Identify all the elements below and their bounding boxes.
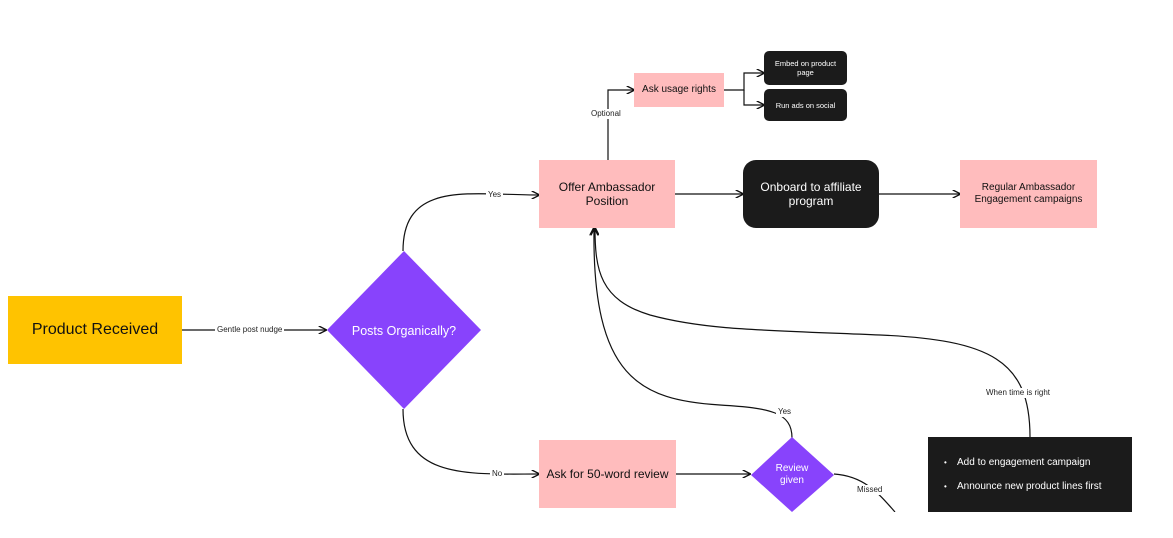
regular-engagement-node[interactable]: Regular Ambassador Engagement campaigns: [960, 160, 1097, 228]
note-item: Add to engagement campaign: [944, 457, 1132, 469]
edge-label-yes-top: Yes: [486, 190, 504, 200]
engagement-note-list: Add to engagement campaign Announce new …: [944, 457, 1132, 493]
canvas-bottom-edge: [0, 512, 1173, 538]
edge-usage-to-embed: [724, 73, 764, 91]
offer-ambassador-node[interactable]: Offer Ambassador Position: [539, 160, 675, 228]
edge-review-yes: [594, 228, 793, 439]
edge-label-when-time-right: When time is right: [984, 388, 1053, 398]
posts-organically-diamond[interactable]: [327, 251, 481, 409]
ask-usage-rights-node[interactable]: Ask usage rights: [634, 73, 724, 107]
edge-label-missed: Missed: [855, 485, 885, 495]
onboard-affiliate-node[interactable]: Onboard to affiliate program: [743, 160, 879, 228]
edge-decision-yes: [402, 194, 539, 252]
review-given-label: Review given: [775, 463, 809, 486]
edge-label-no-bottom: No: [490, 469, 505, 479]
embed-product-page-node[interactable]: Embed on product page: [764, 51, 847, 85]
run-ads-social-node[interactable]: Run ads on social: [764, 89, 847, 121]
edge-usage-to-ads: [743, 90, 764, 105]
edge-decision-no: [402, 408, 539, 474]
edge-note-time-right: [595, 228, 1031, 438]
engagement-note-card[interactable]: Add to engagement campaign Announce new …: [928, 437, 1132, 517]
edge-label-optional: Optional: [589, 109, 623, 119]
edge-label-gentle-nudge: Gentle post nudge: [215, 325, 285, 335]
product-received-node[interactable]: Product Received: [8, 296, 182, 364]
review-given-diamond[interactable]: [751, 437, 834, 512]
note-item: Announce new product lines first: [944, 481, 1132, 493]
edge-offer-to-usage: [607, 90, 634, 160]
edge-label-yes-review: Yes: [776, 407, 794, 417]
ask-review-node[interactable]: Ask for 50-word review: [539, 440, 676, 508]
posts-organically-label: Posts Organically?: [351, 323, 457, 338]
